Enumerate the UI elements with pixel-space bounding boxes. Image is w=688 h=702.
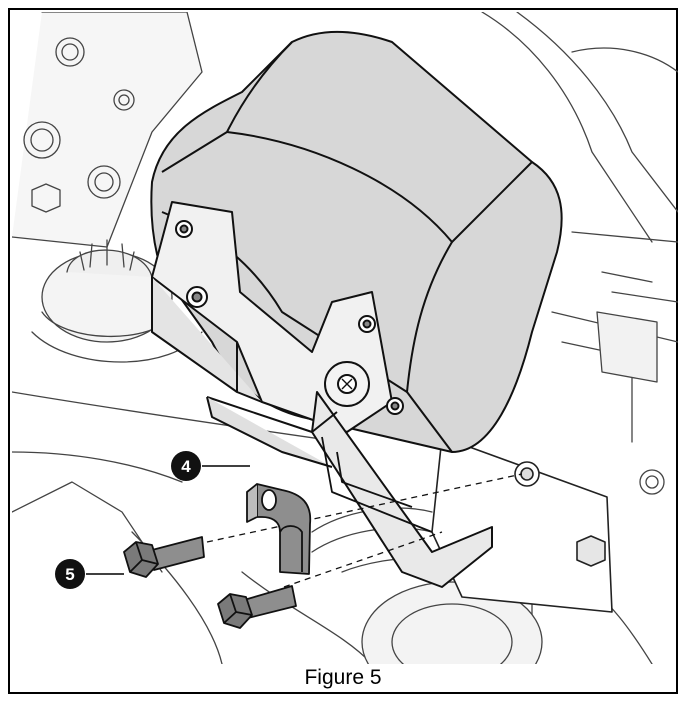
background-machinery bbox=[12, 12, 678, 664]
support-arm bbox=[206, 361, 493, 588]
bolt-lower bbox=[217, 585, 297, 629]
lower-channel bbox=[321, 436, 433, 533]
callout-4-number: 4 bbox=[181, 457, 191, 476]
alignment-lines bbox=[206, 473, 523, 588]
figure-frame: 4 5 Figure 5 bbox=[8, 8, 678, 694]
installation-illustration: 4 5 bbox=[12, 12, 678, 664]
figure-caption: Figure 5 bbox=[304, 666, 382, 689]
clamp bbox=[246, 483, 312, 575]
callout-4: 4 bbox=[171, 451, 201, 481]
callout-5: 5 bbox=[55, 559, 85, 589]
callout-5-number: 5 bbox=[65, 565, 74, 584]
bolt-upper bbox=[123, 536, 205, 578]
mounting-plate bbox=[429, 424, 613, 613]
leader-lines bbox=[86, 465, 250, 575]
